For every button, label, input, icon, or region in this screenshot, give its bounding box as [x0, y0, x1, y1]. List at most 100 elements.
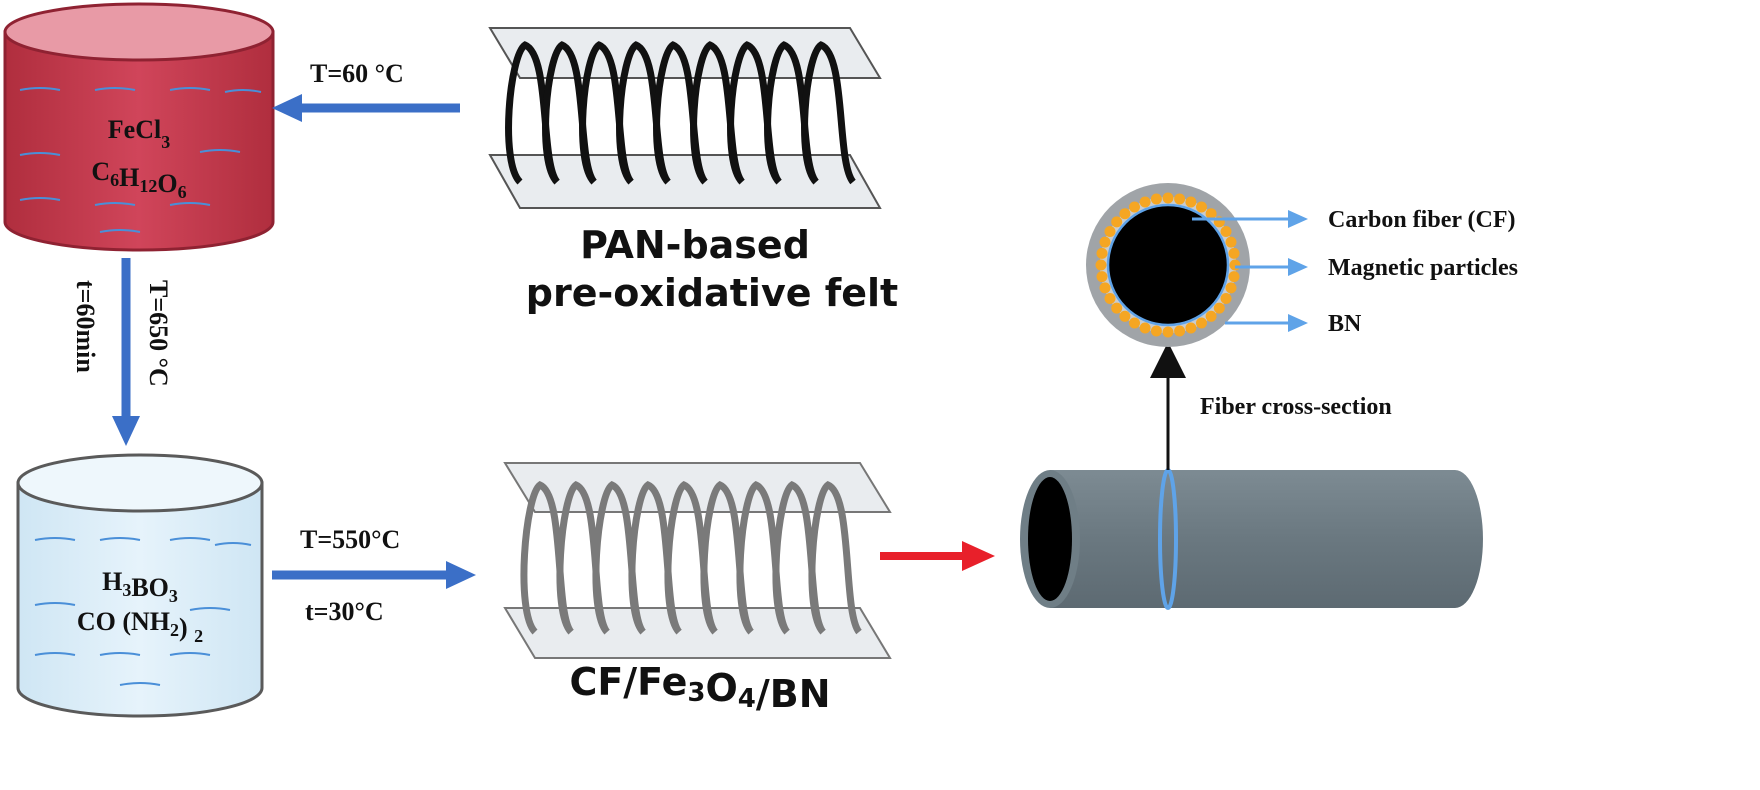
carbon-fiber-core	[1106, 203, 1230, 327]
bottom-arrow-label-top: T=550°C	[300, 525, 400, 554]
magnetic-particle	[1099, 282, 1111, 294]
fiber-cross-section-label: Fiber cross-section	[1200, 394, 1392, 420]
formula-text: /BN	[756, 672, 831, 716]
label-bn: BN	[1328, 311, 1362, 337]
bottom-arrow-head	[446, 561, 476, 589]
formula-subscript: 2	[170, 620, 179, 640]
magnetic-particle	[1225, 236, 1237, 248]
magnetic-particle	[1139, 196, 1151, 208]
cross-section-detail: Carbon fiber (CF) Magnetic particles BN	[1086, 183, 1518, 347]
magnetic-particle	[1104, 226, 1116, 237]
red-tank-top	[3, 2, 275, 62]
cf-fe3o4-bn-felt-illustration: CF/Fe3O4/BN	[503, 462, 892, 716]
formula-subscript: 3	[169, 586, 178, 606]
magnetic-particle	[1213, 302, 1225, 314]
magnetic-particle	[1111, 216, 1123, 228]
magnetic-particle	[1196, 201, 1207, 213]
magnetic-particle	[1129, 317, 1140, 329]
magnetic-particle	[1150, 325, 1162, 337]
felt-top-label-line1: PAN-based	[580, 223, 810, 267]
blue-tank-top	[16, 453, 264, 513]
red-tank-formula-line2: C6H12O6	[91, 157, 186, 202]
magnetic-particle	[1196, 317, 1207, 329]
formula-subscript: 3	[122, 580, 131, 600]
arrow-head	[272, 94, 302, 122]
red-tank-liquid-lines	[19, 87, 262, 233]
callout-arrowheads	[1288, 210, 1308, 332]
formula-subscript: 4	[738, 684, 756, 714]
magnetic-particle	[1150, 193, 1162, 205]
formula-subscript: 3	[687, 678, 705, 708]
felt-bottom-coil	[520, 481, 863, 635]
red-tank-formula-line1: FeCl3	[108, 115, 170, 152]
magnetic-particle	[1205, 310, 1217, 322]
formula-subscript: 6	[178, 182, 187, 202]
magnetic-particle	[1096, 247, 1108, 259]
formula-text: H	[119, 163, 139, 192]
fecl3-glucose-tank: FeCl3 C6H12O6	[3, 2, 275, 252]
tube-end-core	[1028, 477, 1072, 601]
label-magnetic-particles: Magnetic particles	[1328, 255, 1518, 281]
magnetic-particle	[1185, 322, 1197, 334]
formula-text: O	[705, 666, 737, 710]
magnetic-particle	[1119, 208, 1131, 220]
arrow-felt-to-fiber	[880, 541, 995, 571]
felt-top-label-line2: pre-oxidative felt	[526, 271, 898, 315]
felt-bottom-label: CF/Fe3O4/BN	[569, 660, 830, 716]
felt-top-coil	[505, 41, 857, 185]
callout-arrows	[1192, 217, 1290, 325]
top-arrow-label: T=60 °C	[310, 59, 404, 88]
blue-tank-body	[16, 481, 264, 718]
magnetic-particle	[1225, 282, 1237, 294]
magnetic-particle	[1162, 326, 1174, 338]
coil-loop	[808, 481, 863, 635]
blue-tank-formula-line2: CO (NH2) 2	[77, 607, 203, 646]
pan-felt-illustration: PAN-based pre-oxidative felt	[488, 27, 898, 315]
arrow-tank-to-felt: T=550°C t=30°C	[272, 525, 476, 626]
red-arrow-head	[962, 541, 995, 571]
magnetic-particle	[1174, 193, 1186, 205]
magnetic-particle	[1119, 310, 1131, 322]
magnetic-particle	[1162, 192, 1174, 204]
bottom-arrow-label-bottom: t=30°C	[305, 597, 384, 626]
magnetic-particle	[1139, 322, 1151, 334]
magnetic-particle	[1185, 196, 1197, 208]
magnetic-particle	[1104, 293, 1116, 304]
red-tank-body	[3, 30, 275, 252]
magnetic-particle	[1174, 325, 1186, 337]
magnetic-particle	[1229, 259, 1241, 271]
formula-text: O	[157, 169, 177, 198]
magnetic-particle	[1205, 208, 1217, 220]
formula-text: BO	[131, 573, 169, 602]
arrow-tank-to-tank: t=60min T=650 °C	[71, 258, 173, 446]
blue-tank-liquid-lines	[34, 537, 252, 686]
label-carbon-fiber: Carbon fiber (CF)	[1328, 207, 1516, 233]
magnetic-particle	[1096, 271, 1108, 283]
magnetic-particle	[1228, 271, 1240, 283]
vertical-label-right: T=650 °C	[144, 280, 173, 387]
fiber-tube	[1020, 468, 1483, 610]
vertical-label-left: t=60min	[71, 280, 100, 373]
arrow-felt-to-tank: T=60 °C	[272, 59, 460, 122]
formula-text: )	[179, 613, 194, 642]
blue-tank-formula-line1: H3BO3	[102, 567, 178, 606]
magnetic-particle	[1095, 259, 1107, 271]
boric-acid-urea-tank: H3BO3 CO (NH2) 2	[16, 453, 264, 718]
formula-text: H	[102, 567, 122, 596]
coil-loop	[801, 41, 857, 185]
formula-subscript: 2	[194, 626, 203, 646]
magnetic-particle	[1111, 302, 1123, 314]
tube-body	[1050, 470, 1483, 608]
formula-text: CO (NH	[77, 607, 170, 636]
vertical-arrow-head	[112, 416, 140, 446]
magnetic-particle	[1129, 201, 1140, 213]
formula-text: CF/Fe	[569, 660, 687, 704]
formula-text: C	[91, 157, 110, 186]
magnetic-particle	[1220, 293, 1232, 304]
magnetic-particle	[1228, 247, 1240, 259]
formula-subscript: 6	[110, 170, 119, 190]
formula-subscript: 12	[139, 176, 157, 196]
magnetic-particle	[1099, 236, 1111, 248]
magnetic-particle	[1220, 226, 1232, 237]
